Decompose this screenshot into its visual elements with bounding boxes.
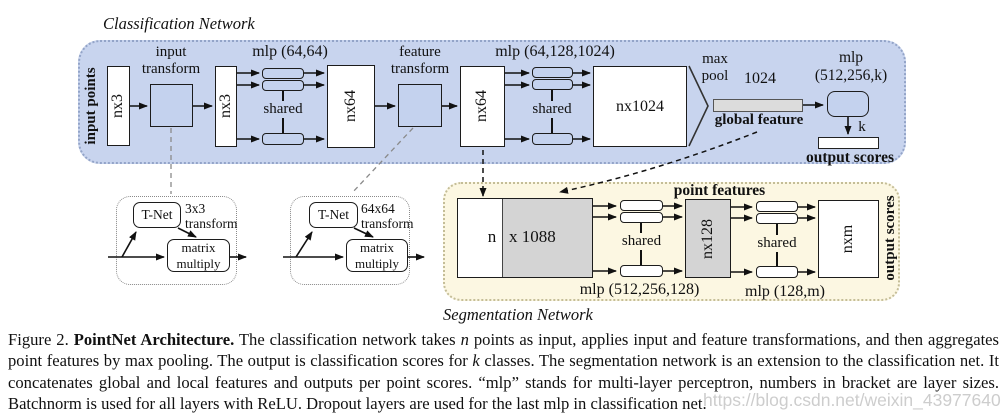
input-transform-block [150,84,193,127]
mlp3-label: mlp (512,256,k) [806,49,896,84]
mlp1-layer-box [262,80,304,91]
mlp2-layer-box [532,79,573,90]
seg-mlp2-shared-label: shared [755,235,799,253]
block-nx64-first-label: nx64 [342,90,359,122]
arrow [353,227,374,238]
mlp1-layer-box [262,68,304,79]
block-nx128 [685,199,731,278]
block-nxm [818,200,879,278]
segmentation-network-title: Segmentation Network [443,305,593,324]
global-feature-label: global feature [714,112,804,128]
arrow [177,227,197,238]
block-nx1088-global-part [502,199,592,277]
seg-mlp2-layer-box [756,266,798,278]
seg-mlp1-shared-label: shared [619,233,664,251]
global-feature-bar [713,99,803,112]
mlp3-label-line2: (512,256,k) [814,66,888,84]
block-nx1088-dims-label: x 1088 [509,227,556,246]
block-nx3-input [107,66,130,146]
mlp2-layer-box [532,67,573,78]
seg-mlp1-layer-box [620,265,663,277]
max-pool-chevron [688,65,709,147]
watermark: https://blog.csdn.net/weixin_43977640 [703,390,1001,410]
tnet2-label: T-Net [318,207,349,222]
tnet2-block: T-Net [309,202,358,228]
block-nx1024-label: nx1024 [616,97,664,115]
mlp1-shared-label: shared [261,101,305,119]
figure-caption: Figure 2. PointNet Architecture. The cla… [8,330,999,414]
classification-network-title: Classification Network [103,14,255,33]
arrow [295,231,313,258]
block-nx1024: nx1024 [593,66,687,147]
tnet1-matrix-multiply-block: matrix multiply [167,239,230,272]
tnet2-matrix-multiply-label: matrix multiply [354,239,400,271]
mlp1-layer-box [262,133,304,145]
arrow [121,231,137,258]
block-nx1088-n-label: n [487,227,497,246]
tnet1-group [116,196,237,285]
k-label: k [858,119,866,135]
mlp2-shared-label: shared [530,101,574,119]
block-nx3-input-label: nx3 [109,94,126,118]
block-nx128-label: nx128 [699,219,716,259]
output-scores-bar [818,137,879,149]
tnet1-transform-label: 3x3 transform [185,201,238,232]
mlp2-label: mlp (64,128,1024) [495,43,615,60]
feature-transform-label: feature transform [390,44,450,78]
tnet1-label: T-Net [141,207,173,222]
pool-size-label: 1024 [744,70,776,87]
tnet2-matrix-multiply-block: matrix multiply [346,239,408,272]
block-nx64-second-label: nx64 [473,90,490,122]
mlp1-label: mlp (64,64) [252,43,328,60]
dashed-link-global-feature [559,131,758,194]
classification-output-scores-label: output scores [806,149,894,166]
input-points-label: input points [83,67,99,145]
mlp3-block [827,91,869,117]
block-nx3-transformed-label: nx3 [217,94,234,118]
segmentation-output-scores-label: output scores [882,195,898,281]
mlp2-layer-box [532,133,573,145]
tnet1-matrix-multiply-label: matrix multiply [176,239,221,271]
seg-mlp2-layer-box [756,201,798,212]
max-pool-label: max pool [701,51,729,85]
tnet1-block: T-Net [133,202,181,228]
seg-mlp1-label: mlp (512,256,128) [579,281,700,298]
block-nx64-second [460,66,505,147]
input-transform-label: input transform [141,44,201,78]
tnet2-group [290,196,410,285]
seg-mlp2-label: mlp (128,m) [745,283,825,300]
seg-mlp1-layer-box [620,212,663,223]
feature-transform-block [398,84,442,127]
block-nxm-label: nxm [839,224,856,254]
seg-mlp1-layer-box [620,200,663,211]
block-nx64-first [327,65,375,148]
tnet2-transform-label: 64x64 transform [361,201,414,232]
mlp3-label-line1: mlp [838,49,864,66]
block-nx1088: n x 1088 [457,198,593,278]
point-features-label: point features [673,182,766,199]
seg-mlp2-layer-box [756,213,798,224]
block-nx3-transformed [215,66,237,147]
dashed-link-feature-transform [351,127,414,194]
